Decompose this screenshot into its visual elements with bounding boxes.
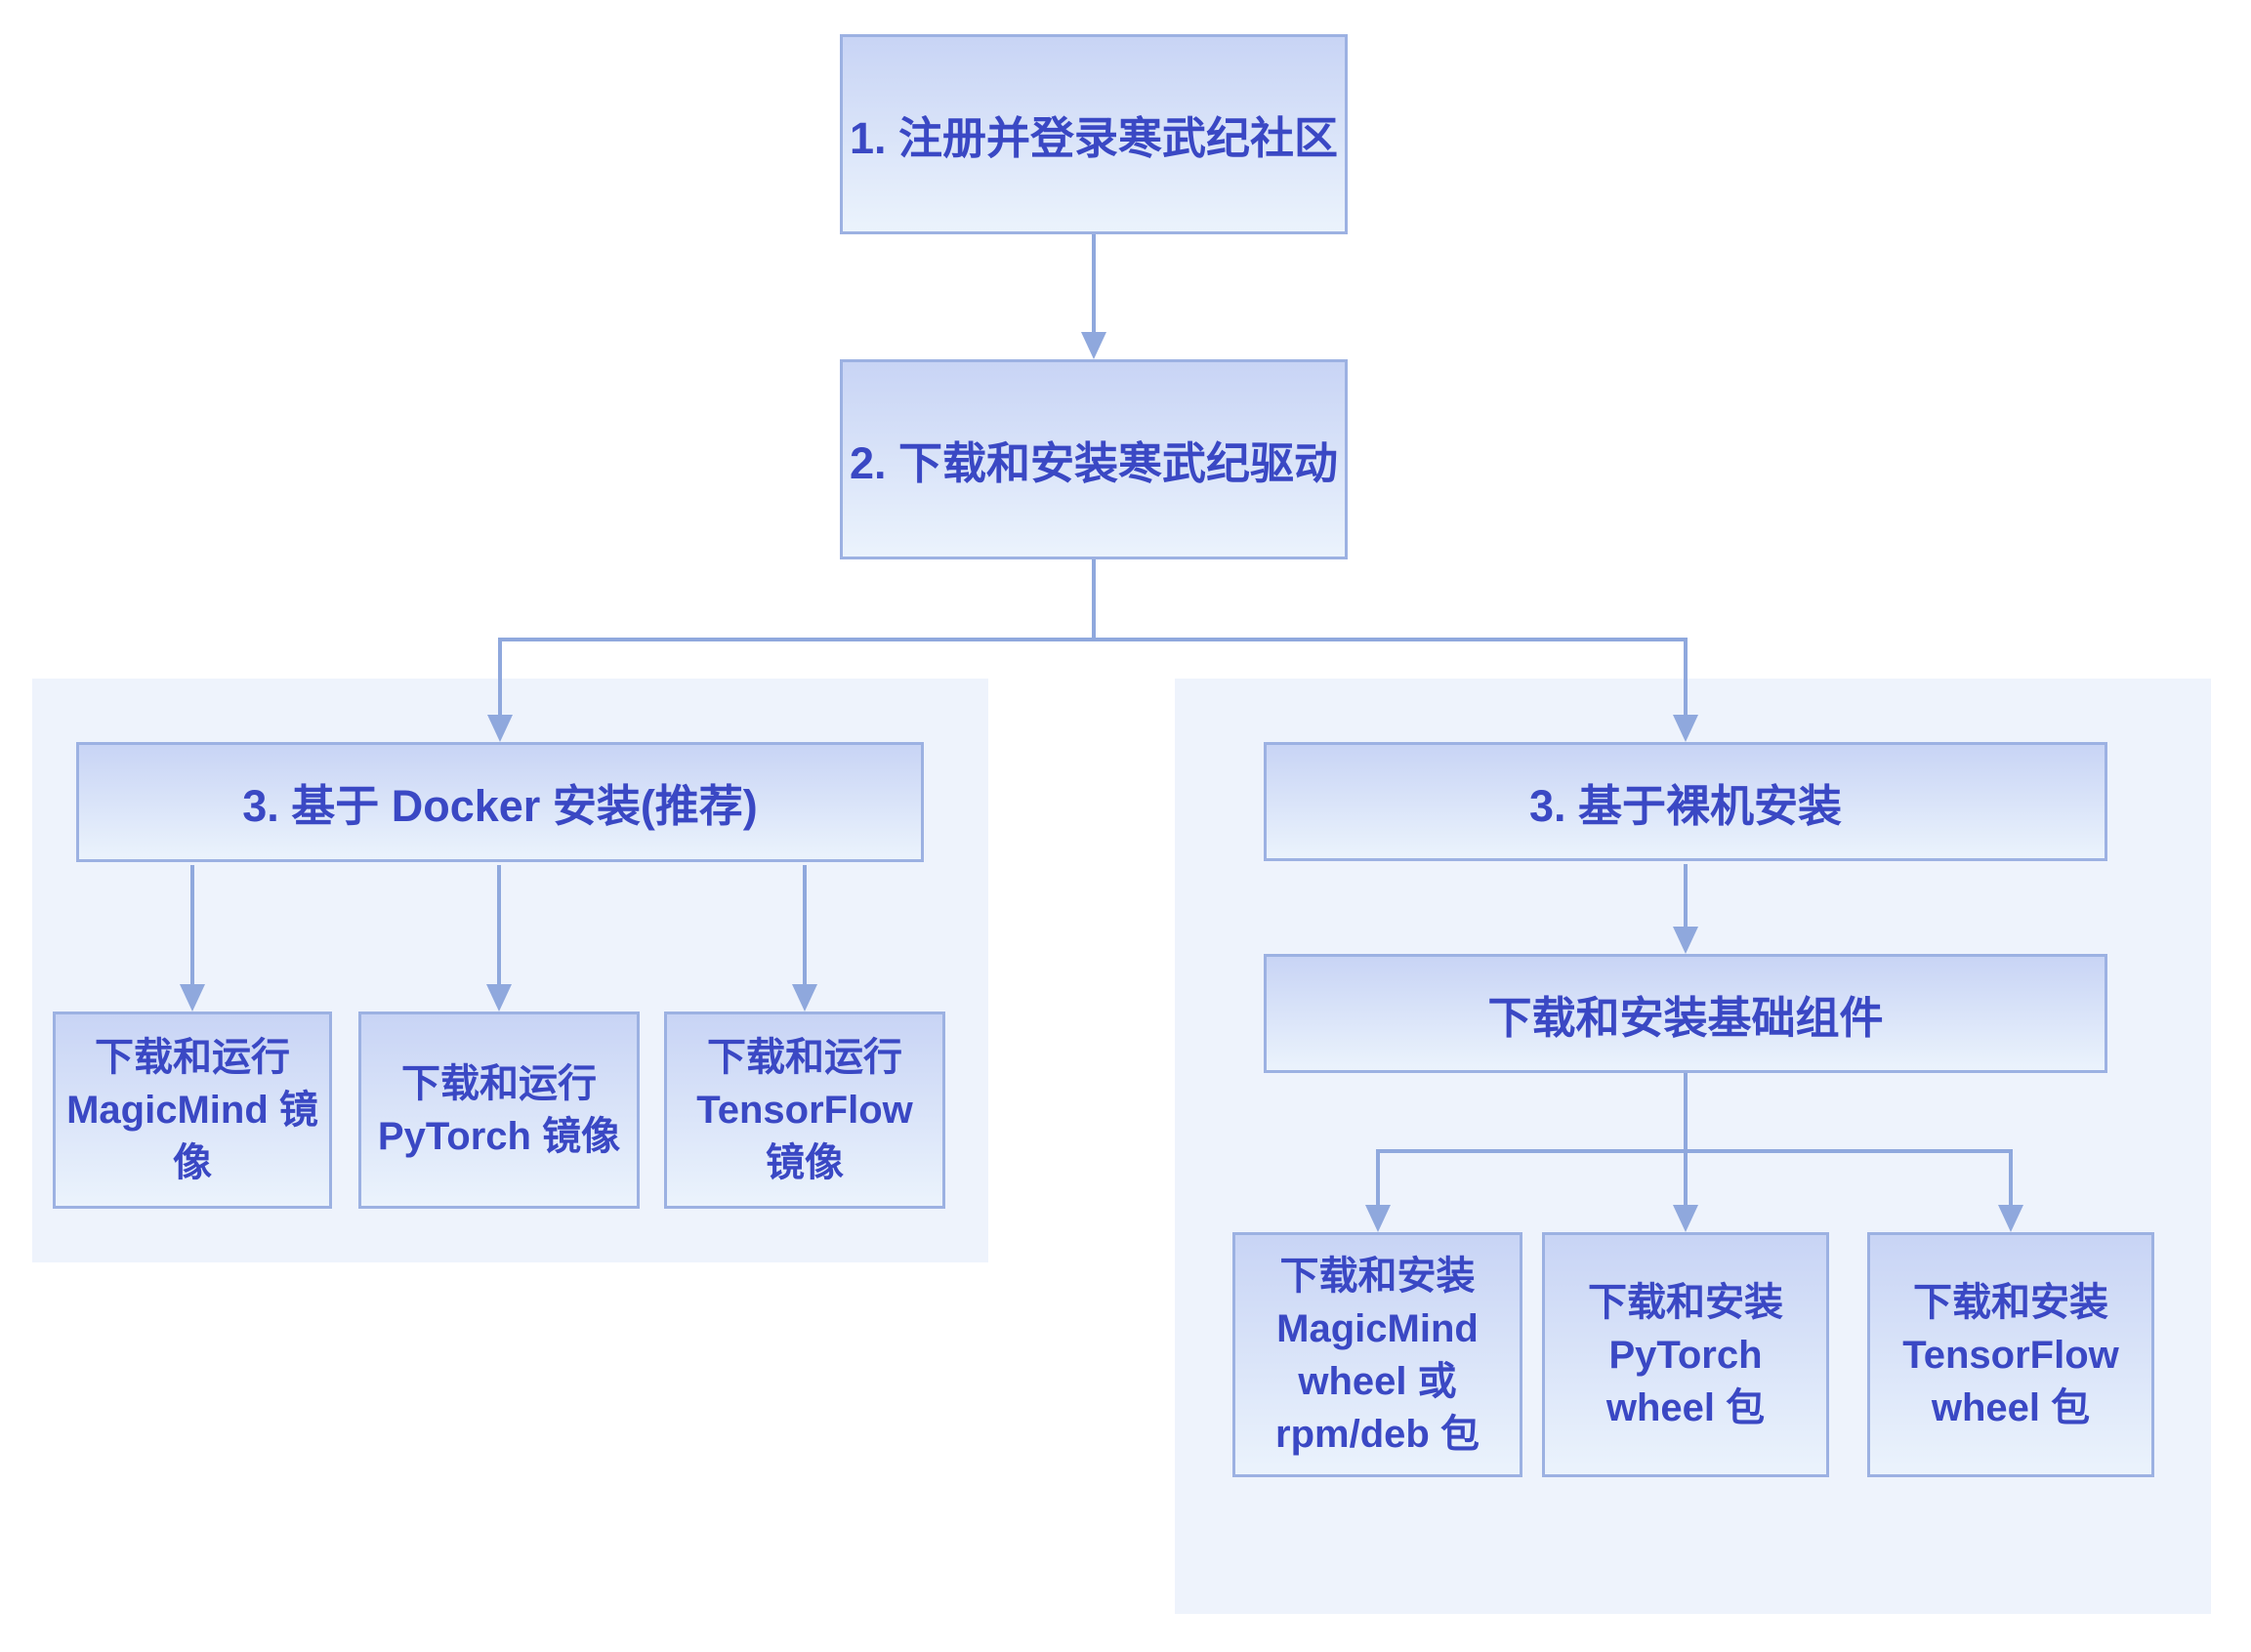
node-bare-metal-install-header: 3. 基于裸机安装 bbox=[1264, 742, 2107, 861]
connector-step1-step2 bbox=[1092, 234, 1096, 334]
connector-docker-pytorch bbox=[497, 865, 501, 986]
node-docker-install-header: 3. 基于 Docker 安装(推荐) bbox=[76, 742, 924, 862]
node-install-base-components: 下载和安装基础组件 bbox=[1264, 954, 2107, 1073]
node-run-tensorflow-image: 下载和运行 TensorFlow 镜像 bbox=[664, 1012, 945, 1209]
connector-branch-bare-magicmind bbox=[1376, 1151, 1380, 1207]
node-download-install-driver: 2. 下载和安装寒武纪驱动 bbox=[840, 359, 1348, 559]
connector-docker-tensorflow bbox=[803, 865, 807, 986]
arrowhead-into-docker-magicmind bbox=[180, 984, 205, 1012]
arrowhead-into-bare-pytorch bbox=[1673, 1205, 1698, 1232]
node-install-magicmind-wheel: 下载和安装 MagicMind wheel 或 rpm/deb 包 bbox=[1232, 1232, 1522, 1477]
connector-step2-branch bbox=[1092, 559, 1096, 641]
branch-line-step2 bbox=[498, 638, 1688, 641]
node-install-pytorch-wheel: 下载和安装 PyTorch wheel 包 bbox=[1542, 1232, 1829, 1477]
branch-line-base bbox=[1376, 1149, 2013, 1153]
arrowhead-into-step2 bbox=[1081, 332, 1106, 359]
node-run-pytorch-image: 下载和运行 PyTorch 镜像 bbox=[358, 1012, 640, 1209]
connector-branch-docker-header bbox=[498, 638, 502, 717]
arrowhead-into-bare-tensorflow bbox=[1998, 1205, 2023, 1232]
connector-branch-bare-header bbox=[1684, 638, 1688, 717]
node-register-login-community: 1. 注册并登录寒武纪社区 bbox=[840, 34, 1348, 234]
connector-bare-header-base bbox=[1684, 864, 1688, 929]
node-run-magicmind-image: 下载和运行 MagicMind 镜像 bbox=[53, 1012, 332, 1209]
connector-docker-magicmind bbox=[190, 865, 194, 986]
arrowhead-into-docker-header bbox=[487, 715, 513, 742]
arrowhead-into-docker-tensorflow bbox=[792, 984, 817, 1012]
connector-base-branch bbox=[1684, 1073, 1688, 1207]
arrowhead-into-bare-magicmind bbox=[1365, 1205, 1391, 1232]
arrowhead-into-bare-base bbox=[1673, 927, 1698, 954]
arrowhead-into-docker-pytorch bbox=[486, 984, 512, 1012]
node-install-tensorflow-wheel: 下载和安装 TensorFlow wheel 包 bbox=[1867, 1232, 2154, 1477]
arrowhead-into-bare-header bbox=[1673, 715, 1698, 742]
connector-branch-bare-tensorflow bbox=[2009, 1151, 2013, 1207]
